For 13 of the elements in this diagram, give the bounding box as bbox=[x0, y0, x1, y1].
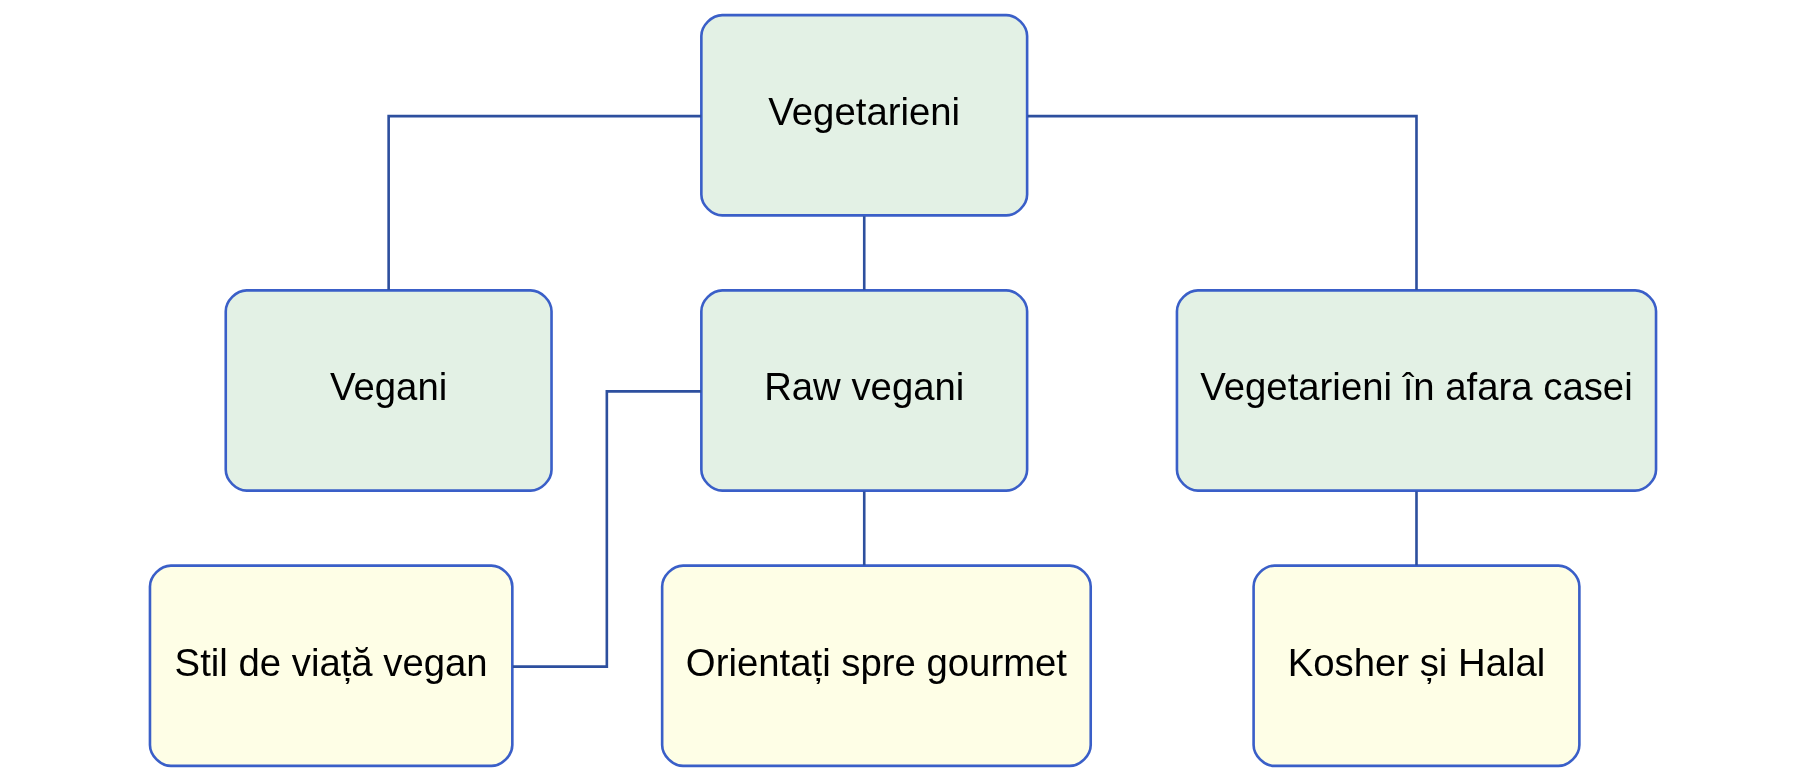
node-box: Vegetarieni bbox=[700, 13, 1029, 217]
connector bbox=[512, 390, 702, 668]
connector bbox=[862, 491, 866, 566]
node-box: Vegani bbox=[224, 289, 553, 492]
connector bbox=[387, 114, 702, 290]
node-box: Stil de viață vegan bbox=[148, 564, 514, 768]
node-box: Kosher și Halal bbox=[1252, 564, 1581, 768]
node-box: Orientați spre gourmet bbox=[660, 564, 1092, 768]
connector bbox=[1415, 491, 1418, 566]
connector bbox=[862, 216, 866, 291]
connector bbox=[1027, 114, 1418, 290]
node-box: Raw vegani bbox=[700, 289, 1029, 492]
node-box: Vegetarieni în afara casei bbox=[1175, 289, 1658, 492]
